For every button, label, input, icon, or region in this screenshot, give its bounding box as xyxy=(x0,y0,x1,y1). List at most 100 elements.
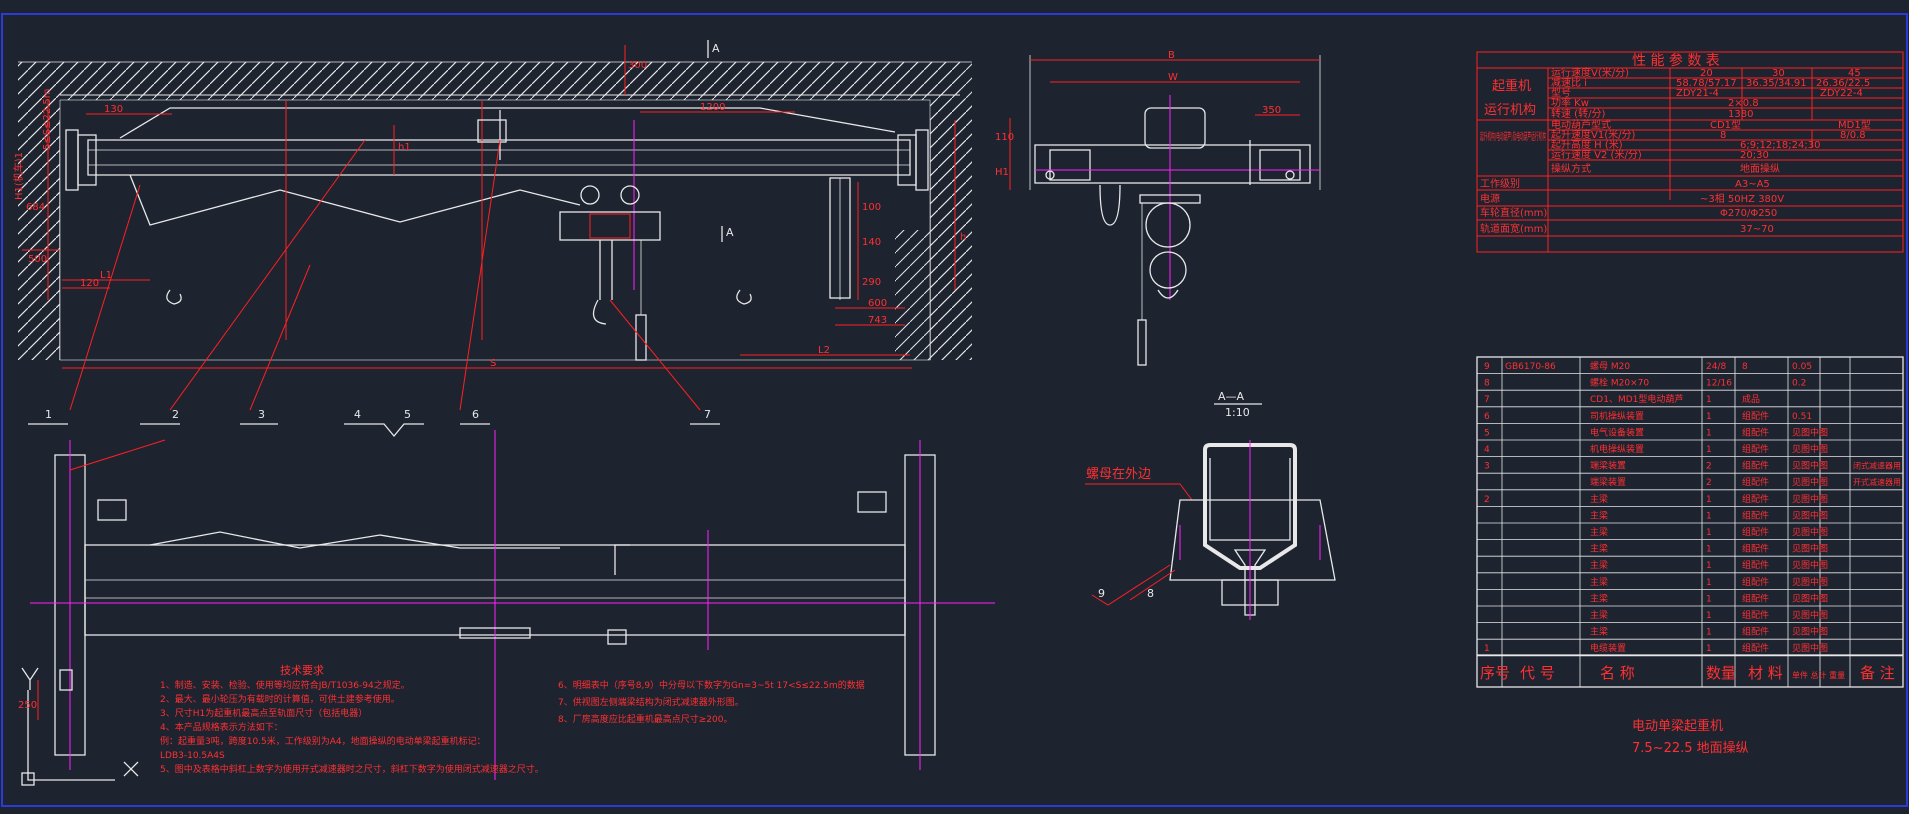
title-line-1: 电动单梁起重机 xyxy=(1632,718,1723,734)
dim-140: 140 xyxy=(862,237,881,248)
tech-note-line: 4、本产品规格表示方法如下： xyxy=(160,721,283,733)
parts-cell: 组配件 xyxy=(1742,493,1769,505)
technical-notes: 技术要求 1、制造、安装、检验、使用等均应符合JB/T1036-94之规定。2、… xyxy=(160,664,865,775)
perf-cell: 电动葫芦型式 xyxy=(1551,118,1611,131)
parts-cell: 见图中图 xyxy=(1792,642,1828,654)
dim-600: 600 xyxy=(868,298,887,309)
left-vertical-label-1: H1(机车)1 xyxy=(12,152,25,200)
parts-cell: 1 xyxy=(1706,578,1712,588)
parts-cell: 0.51 xyxy=(1792,412,1812,422)
perf-cell: 车轮直径(mm) xyxy=(1480,206,1547,219)
parts-cell: 1 xyxy=(1484,644,1490,654)
parts-cell: 见图中图 xyxy=(1792,426,1828,438)
parts-header-cell: 名 称 xyxy=(1600,664,1635,682)
parts-cell: 1 xyxy=(1706,412,1712,422)
parts-header-cell: 序号 xyxy=(1480,664,1510,682)
perf-cell: 37~70 xyxy=(1740,224,1774,235)
parts-cell: 螺栓 M20×70 xyxy=(1590,377,1649,389)
parts-cell: 1 xyxy=(1706,495,1712,505)
tech-note-line: 7、供视图左侧端梁结构为闭式减速器外形图。 xyxy=(558,696,744,708)
parts-cell: 7 xyxy=(1484,395,1490,405)
perf-group-crane: 起重机 xyxy=(1492,78,1531,94)
dim-H1: H1 xyxy=(995,167,1009,178)
parts-cell: 主梁 xyxy=(1590,509,1608,521)
dim-130: 130 xyxy=(104,104,123,115)
callout-7: 7 xyxy=(704,408,711,421)
perf-cell: 操纵方式 xyxy=(1551,162,1591,175)
parts-cell: 1 xyxy=(1706,561,1712,571)
perf-cell: ZDY21-4 xyxy=(1676,88,1719,99)
callout-2: 2 xyxy=(172,408,179,421)
perf-cell: 运行速度V(米/分) xyxy=(1551,66,1629,79)
dim-684: 684 xyxy=(26,202,45,213)
parts-cell: 组配件 xyxy=(1742,443,1769,455)
nut-note: 螺母在外边 xyxy=(1086,467,1151,482)
parts-header-cell: 材 料 xyxy=(1748,664,1783,682)
parts-cell: 4 xyxy=(1484,445,1490,455)
dim-h1: h1 xyxy=(398,142,411,153)
parts-cell: 司机操纵装置 xyxy=(1590,410,1644,422)
parts-header-cell: 备 注 xyxy=(1860,664,1895,682)
parts-cell: 1 xyxy=(1706,545,1712,555)
perf-cell: MD1型 xyxy=(1838,118,1871,131)
tech-note-line: 2、最大、最小轮压为有载时的计算值，可供土建参考使用。 xyxy=(160,693,400,705)
parts-cell: 1 xyxy=(1706,628,1712,638)
performance-table: 性 能 参 数 表 起重机 运行机构 运行速度V(米/分) 20 30 45 减… xyxy=(1476,51,1904,253)
parts-cell: 机电操纵装置 xyxy=(1590,443,1644,455)
dim-120: 120 xyxy=(80,278,99,289)
parts-cell: 见图中图 xyxy=(1792,626,1828,638)
callout-4: 4 xyxy=(354,408,361,421)
parts-cell: 见图中图 xyxy=(1792,559,1828,571)
dim-300: 300 xyxy=(628,60,647,71)
callout-1: 1 xyxy=(45,408,52,421)
parts-cell: 1 xyxy=(1706,594,1712,604)
perf-cell: 轨道面宽(mm) xyxy=(1480,222,1547,235)
section-callout-9: 9 xyxy=(1098,587,1105,600)
perf-cell: 1380 xyxy=(1728,109,1753,120)
parts-cell: 见图中图 xyxy=(1792,493,1828,505)
parts-cell: GB6170-86 xyxy=(1505,362,1556,372)
parts-cell: 主梁 xyxy=(1590,493,1608,505)
parts-cell: 组配件 xyxy=(1742,426,1769,438)
plan-view: 250 xyxy=(18,430,995,786)
parts-cell: 1 xyxy=(1706,445,1712,455)
perf-table-title: 性 能 参 数 表 xyxy=(1632,52,1720,69)
electric-hoist xyxy=(559,185,661,361)
parts-cell: 主梁 xyxy=(1590,609,1608,621)
tech-note-line: 8、厂房高度应比起重机最高点尺寸≥200。 xyxy=(558,713,732,725)
parts-cell: 组配件 xyxy=(1742,526,1769,538)
parts-cell: 成品 xyxy=(1742,393,1760,405)
callout-5: 5 xyxy=(404,408,411,421)
perf-cell: 36.35/34.91 xyxy=(1746,78,1807,89)
parts-cell: 组配件 xyxy=(1742,592,1769,604)
parts-cell: 端梁装置 xyxy=(1590,460,1626,472)
dim-500: 500 xyxy=(28,254,47,265)
parts-cell: 电缆装置 xyxy=(1590,642,1626,654)
dim-743: 743 xyxy=(868,315,887,326)
parts-cell: 12/16 xyxy=(1706,379,1732,389)
parts-cell: 见图中图 xyxy=(1792,543,1828,555)
parts-cell: 见图中图 xyxy=(1792,509,1828,521)
parts-cell: 1 xyxy=(1706,428,1712,438)
parts-cell: 2 xyxy=(1706,462,1712,472)
parts-cell: 主梁 xyxy=(1590,592,1608,604)
parts-cell: 5 xyxy=(1484,428,1490,438)
parts-cell: 0.2 xyxy=(1792,379,1806,389)
parts-cell: 螺母 M20 xyxy=(1590,361,1630,372)
perf-cell: 型号 xyxy=(1551,86,1571,99)
perf-cell: 6;9;12;18;24;30 xyxy=(1740,140,1820,151)
parts-cell: 组配件 xyxy=(1742,576,1769,588)
perf-cell: 转速 (转/分) xyxy=(1551,107,1605,120)
perf-cell: 运行速度 V2 (米/分) xyxy=(1551,148,1642,161)
parts-cell: 组配件 xyxy=(1742,410,1769,422)
perf-cell: 2×0.8 xyxy=(1728,98,1759,109)
tech-note-line: 例：起重量3吨，跨度10.5米，工作级别为A4，地面操纵的电动单梁起重机标记： xyxy=(160,735,486,747)
parts-cell: 主梁 xyxy=(1590,576,1608,588)
callouts: 1 2 3 4 5 6 7 xyxy=(28,408,720,438)
perf-cell: CD1型 xyxy=(1710,118,1741,131)
parts-cell: 端梁装置 xyxy=(1590,476,1626,488)
perf-cell: 地面操纵 xyxy=(1740,162,1780,175)
dim-h: h xyxy=(960,232,966,243)
